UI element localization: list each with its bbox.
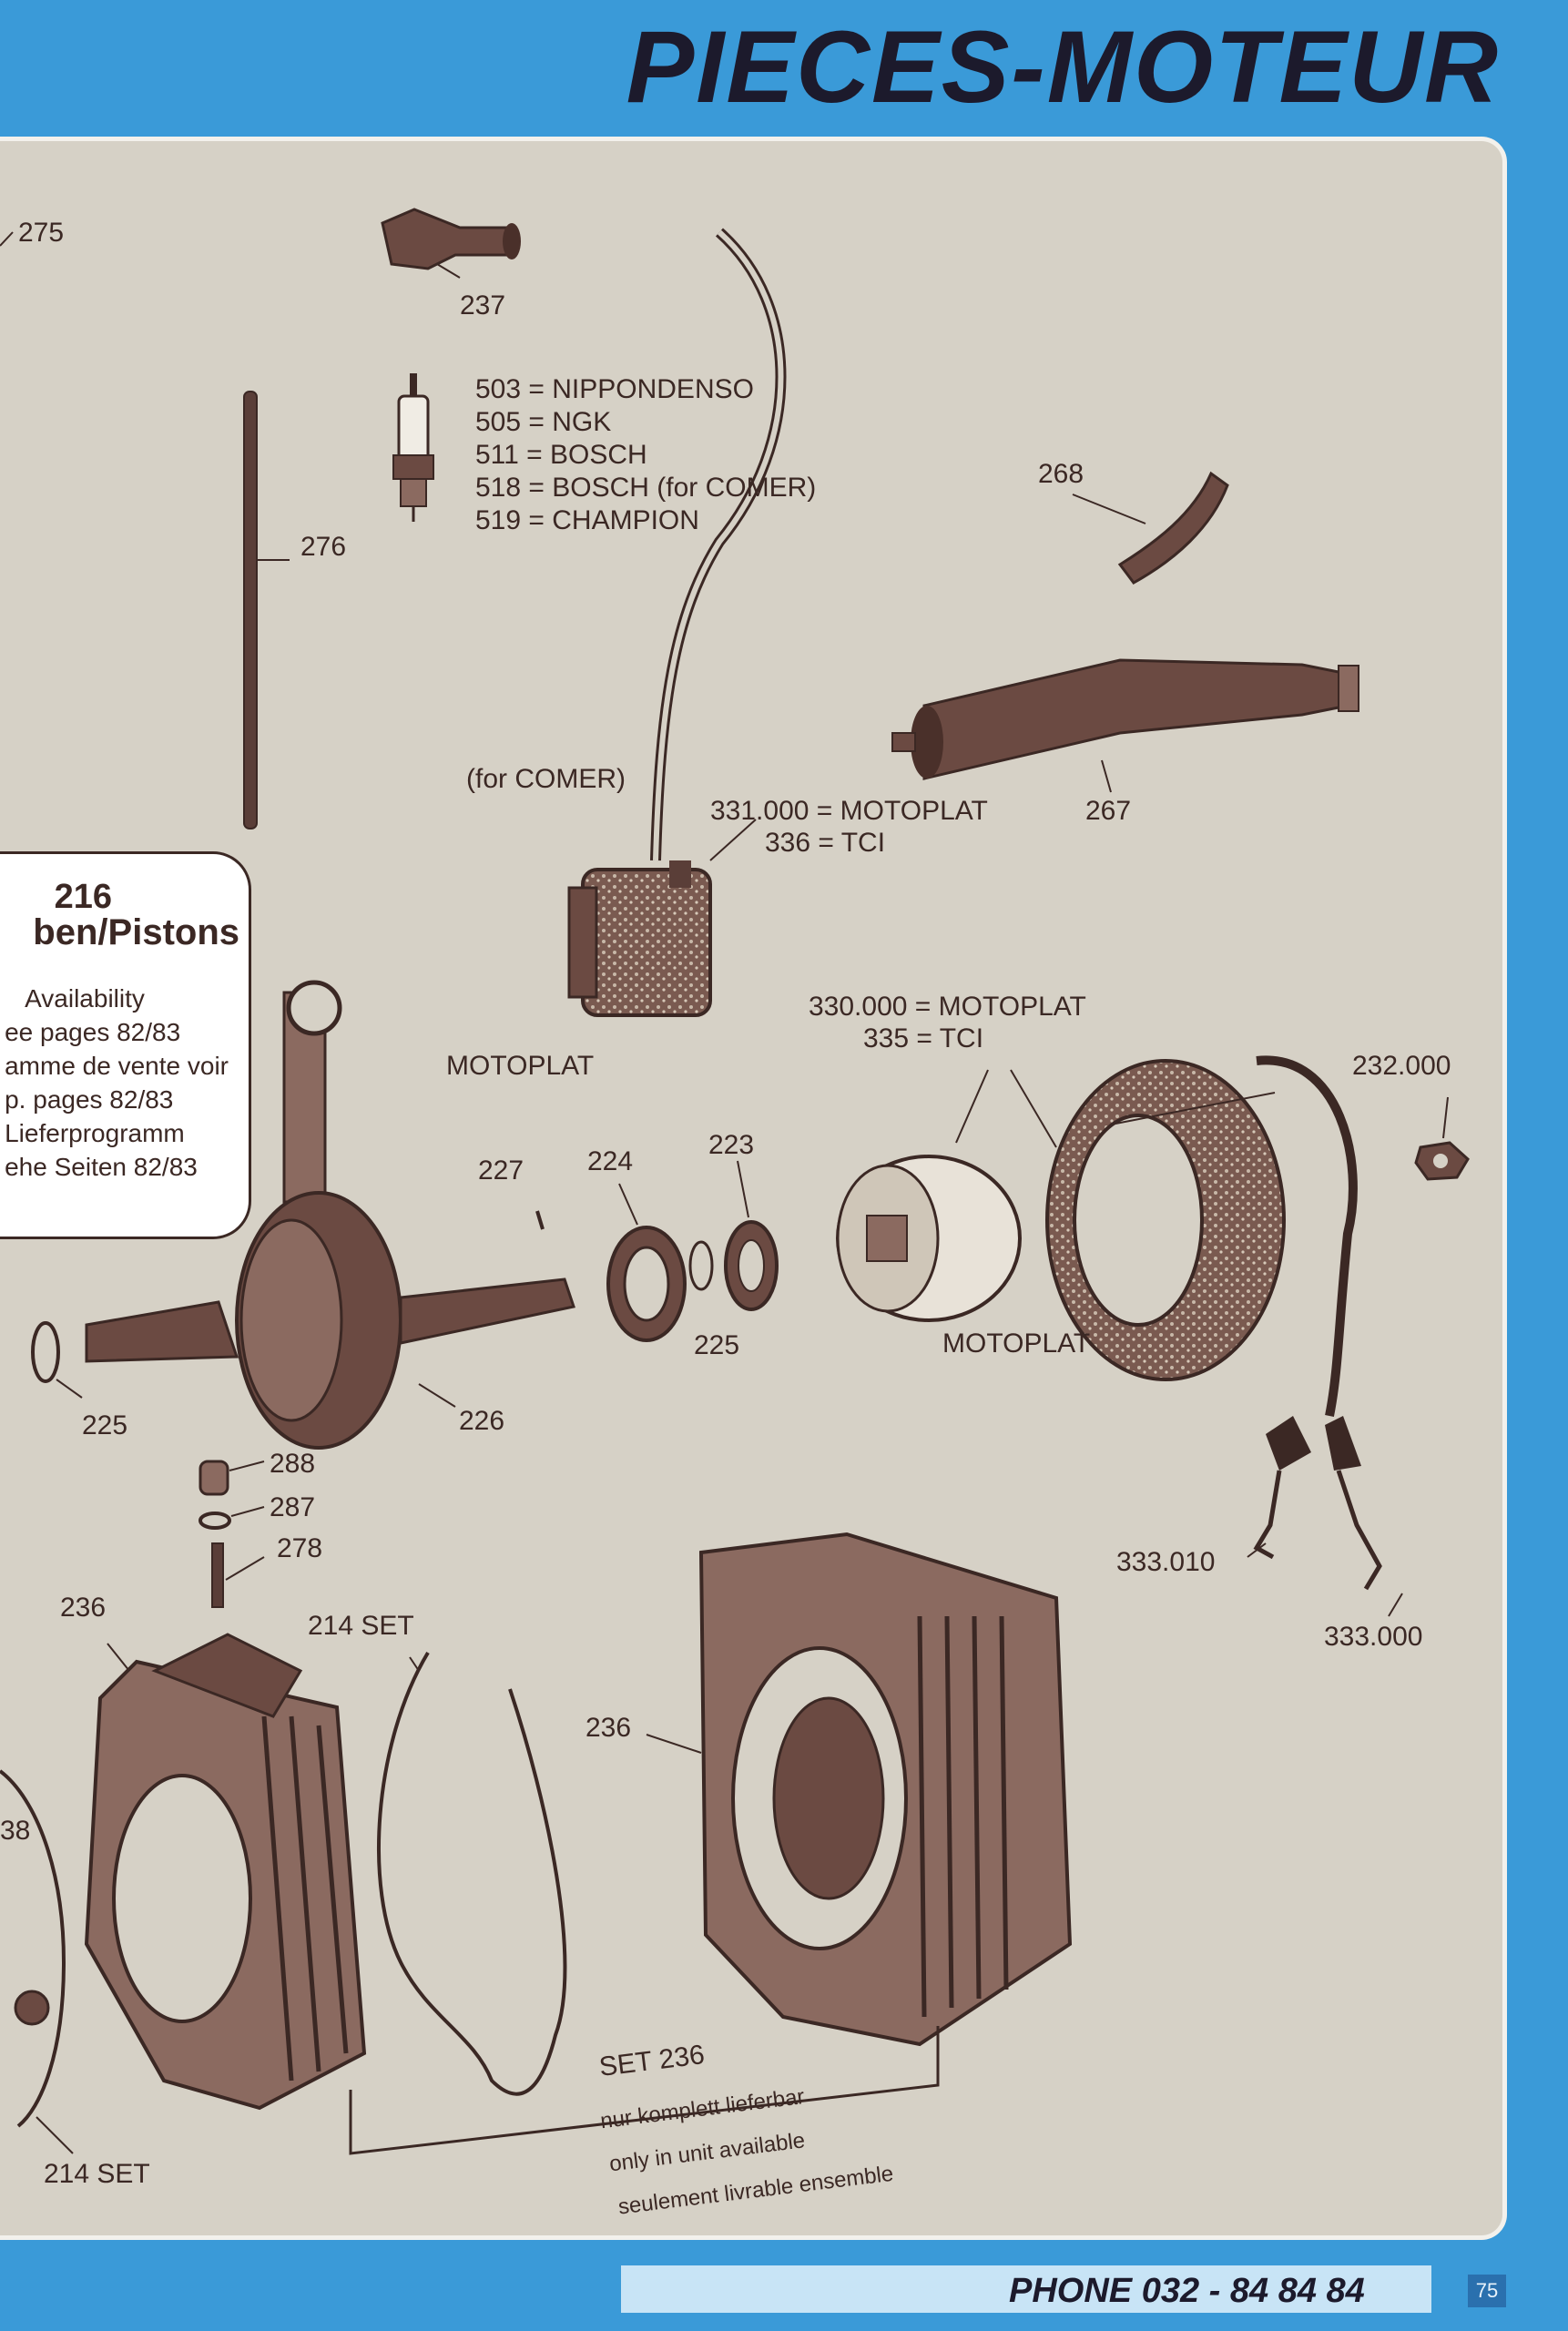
callout-214-set: 214 SET	[44, 2159, 150, 2189]
availability-note: Availability ee pages 82/83 amme de vent…	[5, 982, 229, 1184]
spacer-part-288	[199, 1460, 265, 1496]
seal-part-223	[724, 1160, 779, 1311]
exhaust-part-267	[891, 658, 1359, 793]
phone-number: PHONE 032 - 84 84 84	[1009, 2272, 1365, 2310]
callout-333-000: 333.000	[1324, 1622, 1422, 1652]
availability-line: amme de vente voir	[5, 1052, 229, 1080]
callout-236: 236	[60, 1593, 106, 1623]
hose-part-268	[1072, 471, 1229, 585]
callout-278: 278	[277, 1533, 322, 1563]
pistons-info-box: 216 ben/Pistons Availability ee pages 82…	[0, 851, 251, 1239]
callout-coil-motoplat: 331.000 = MOTOPLAT	[710, 796, 988, 826]
availability-line: p. pages 82/83	[5, 1085, 174, 1114]
availability-line: ehe Seiten 82/83	[5, 1153, 198, 1181]
callout-236: 236	[585, 1713, 631, 1743]
callout-227: 227	[478, 1155, 524, 1186]
spark-plug-part	[392, 373, 434, 522]
parts-diagram: 275 237 276 503 = NIPPONDENSO 505 = NGK …	[0, 208, 1470, 2220]
callout-rotor-tci: 335 = TCI	[863, 1023, 983, 1054]
nut-part-232	[1414, 1096, 1470, 1181]
callout-288: 288	[270, 1449, 315, 1479]
stator-part-330	[1010, 1059, 1286, 1381]
info-box-title: ben/Pistons	[33, 912, 239, 952]
set-236-label: SET 236	[597, 2040, 706, 2082]
callout-coil-tci: 336 = TCI	[765, 828, 885, 858]
gasket-part-214	[377, 1651, 567, 2096]
callout-rotor-motoplat: 330.000 = MOTOPLAT	[809, 992, 1086, 1022]
callout-238: 38	[0, 1816, 30, 1846]
crankcase-half-part-236	[646, 1532, 1073, 2047]
footer-strip	[621, 2265, 1431, 2313]
spark-plug-option: 505 = NGK	[475, 407, 611, 437]
spark-plug-cap-part-237	[381, 208, 521, 279]
callout-224: 224	[587, 1146, 633, 1176]
connector-part-333-010	[1247, 1416, 1311, 1560]
callout-276: 276	[300, 532, 346, 562]
spark-plug-option: 518 = BOSCH (for COMER)	[475, 473, 816, 503]
callout-226: 226	[459, 1406, 504, 1436]
spark-plug-option: 519 = CHAMPION	[475, 505, 699, 535]
stud-part-278	[211, 1542, 265, 1608]
callout-267: 267	[1085, 796, 1131, 826]
set-note-en: only in unit available	[608, 2128, 807, 2176]
spark-plug-option: 511 = BOSCH	[475, 440, 647, 470]
page-title: PIECES-MOTEUR	[626, 10, 1500, 124]
rotor-part-330	[836, 1069, 1022, 1322]
set-236-note: SET 236 nur komplett lieferbar only in u…	[597, 2040, 894, 2220]
availability-line: Availability	[25, 984, 145, 1013]
callout-287: 287	[270, 1492, 315, 1522]
callout-225: 225	[694, 1330, 739, 1360]
connector-part-333-000	[1325, 1416, 1403, 1617]
spark-plug-option: 503 = NIPPONDENSO	[475, 374, 754, 404]
callout-232: 232.000	[1352, 1051, 1451, 1081]
callout-237: 237	[460, 290, 505, 321]
callout-268: 268	[1038, 459, 1084, 489]
bearing-part-224	[606, 1183, 687, 1342]
ignition-coil-part-331	[567, 819, 757, 1017]
callout-223: 223	[708, 1130, 754, 1160]
diagram-panel: 275 237 276 503 = NIPPONDENSO 505 = NGK …	[0, 137, 1507, 2240]
callout-motoplat-coil: MOTOPLAT	[446, 1051, 594, 1081]
spark-plug-list: 503 = NIPPONDENSO 505 = NGK 511 = BOSCH …	[475, 374, 816, 535]
callout-333-010: 333.010	[1116, 1547, 1215, 1577]
callout-275: 275	[18, 218, 64, 248]
callout-for-comer: (for COMER)	[466, 764, 626, 794]
callout-214-set: 214 SET	[308, 1611, 414, 1641]
set-note-de: nur komplett lieferbar	[599, 2084, 806, 2133]
page-number: 75	[1468, 2275, 1506, 2307]
washer-part-287	[199, 1506, 265, 1530]
availability-line: Lieferprogramm	[5, 1119, 185, 1147]
callout-225: 225	[82, 1410, 127, 1440]
stud-part-276	[243, 391, 290, 830]
callout-motoplat-rotor: MOTOPLAT	[942, 1328, 1090, 1359]
crankcase-half-part-236	[84, 1633, 367, 2111]
info-box-number: 216	[54, 878, 112, 916]
availability-line: ee pages 82/83	[5, 1018, 181, 1046]
crankshaft-part-226	[85, 980, 575, 1450]
